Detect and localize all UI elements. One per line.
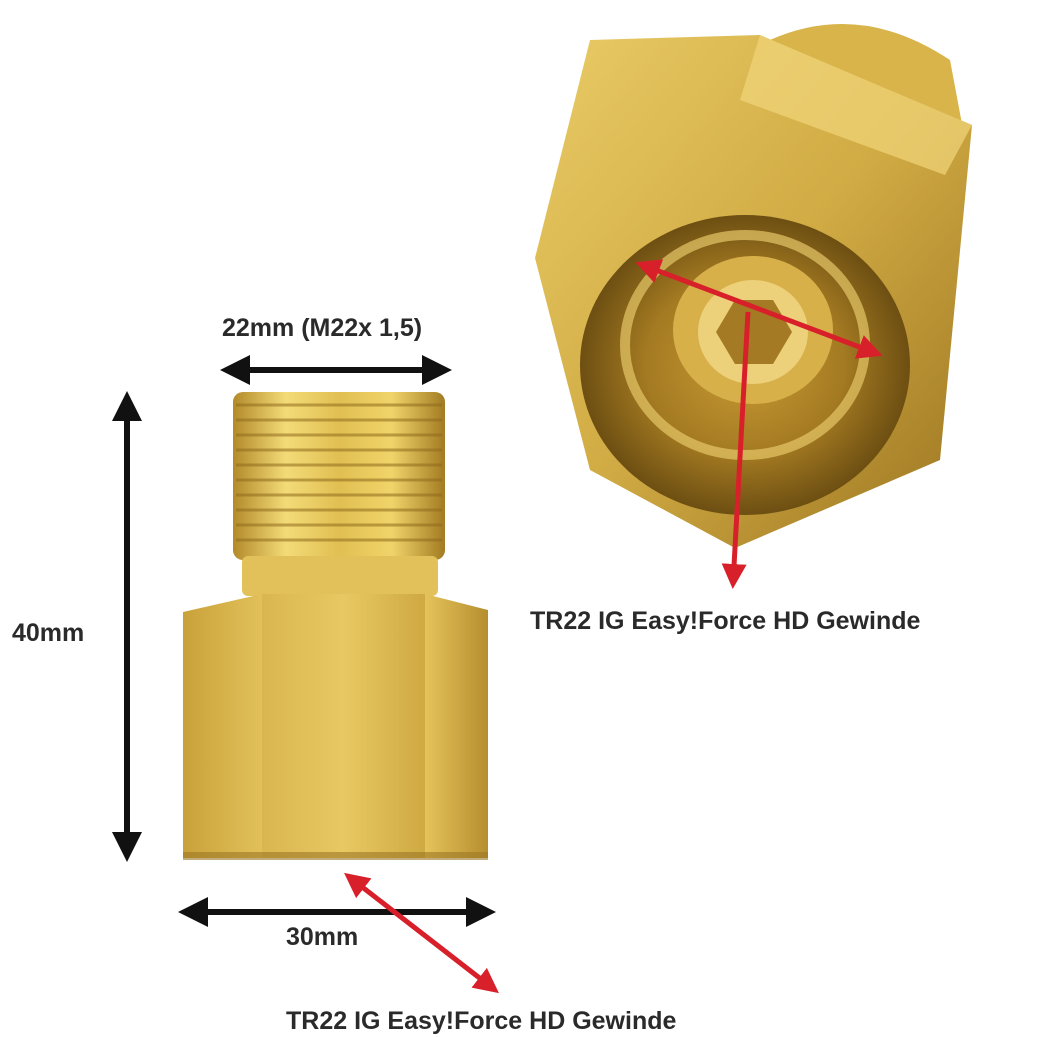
hex-body-left-face (183, 594, 262, 858)
hex-body-right-face (425, 594, 488, 858)
thread-type-label-right: TR22 IG Easy!Force HD Gewinde (530, 607, 921, 635)
bore-diameter-arrow (635, 259, 883, 359)
hex-body-front-face (262, 594, 425, 858)
neck (242, 556, 438, 596)
adapter-bore-view (535, 24, 972, 548)
male-thread (233, 392, 445, 560)
thread-type-label-bottom: TR22 IG Easy!Force HD Gewinde (286, 1007, 677, 1035)
adapter-side-view (183, 392, 488, 860)
thread-ridges (236, 403, 442, 542)
thread-size-label: 22mm (M22x 1,5) (222, 314, 423, 342)
width-label: 30mm (286, 923, 359, 951)
bore-pointer-down (721, 311, 751, 589)
height-label: 40mm (12, 619, 85, 647)
thread-pointer-bottom (344, 872, 499, 994)
